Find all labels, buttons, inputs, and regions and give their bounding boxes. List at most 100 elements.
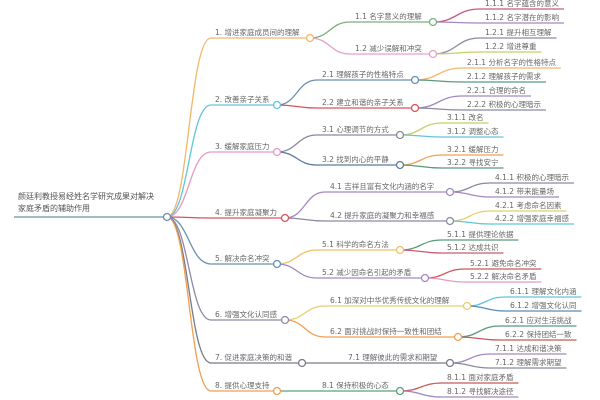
branch-node-circle[interactable] — [280, 213, 290, 223]
leaf-label[interactable]: 2.1.1 分析名字的性格特点 — [467, 57, 556, 67]
sub-branch-label[interactable]: 1.2 减少误解和冲突 — [355, 43, 422, 53]
leaf-edge — [457, 325, 501, 338]
sub-branch-label[interactable]: 6.1 加深对中华优秀传统文化的理解 — [330, 295, 450, 305]
leaf-label[interactable]: 1.1.1 名字蕴含的意义 — [485, 0, 559, 8]
leaf-edge — [424, 277, 466, 283]
sub-branch-label[interactable]: 4.2 提升家庭的凝聚力和幸福感 — [330, 210, 435, 220]
leaf-label[interactable]: 5.2.2 解决命名矛盾 — [470, 271, 537, 281]
branch-edge — [166, 216, 212, 392]
leaf-label[interactable]: 6.2.2 保持团结一致 — [505, 329, 572, 339]
leaf-label[interactable]: 4.2.2 增强家庭幸福感 — [495, 213, 569, 223]
sub-branch-node-circle[interactable] — [410, 75, 420, 85]
sub-branch-node-circle[interactable] — [453, 332, 463, 342]
branch-label[interactable]: 4. 提升家庭凝聚力 — [215, 207, 277, 217]
leaf-label[interactable]: 5.1.1 提供理论依据 — [447, 229, 514, 239]
sub-branch-label[interactable]: 2.2 建立和谐的亲子关系 — [322, 97, 404, 107]
leaf-edge — [449, 220, 491, 225]
sub-branch-label[interactable]: 2.1 理解孩子的性格特点 — [322, 69, 404, 79]
leaf-label[interactable]: 7.1.1 达成和谐决策 — [495, 343, 562, 353]
branch-label[interactable]: 6. 增强文化认同感 — [215, 309, 278, 319]
sub-branch-node-circle[interactable] — [445, 358, 455, 368]
leaf-label[interactable]: 5.2.1 避免命名冲突 — [470, 258, 537, 268]
sub-branch-edge — [309, 21, 351, 39]
leaf-label[interactable]: 3.1.1 改名 — [447, 112, 483, 122]
leaf-edge — [457, 336, 501, 341]
leaf-edge — [399, 382, 443, 392]
sub-branch-label[interactable]: 6.2 面对挑战时保持一致性和团结 — [330, 326, 442, 336]
leaf-label[interactable]: 4.1.1 积极的心理暗示 — [495, 172, 569, 182]
branch-label[interactable]: 2. 改善亲子关系 — [215, 94, 270, 104]
leaf-label[interactable]: 3.2.1 缓解压力 — [447, 144, 498, 154]
branch-edge — [166, 216, 212, 265]
branch-node-circle[interactable] — [297, 358, 307, 368]
sub-branch-label[interactable]: 5.1 科学的命名方法 — [322, 239, 389, 249]
sub-branch-node-circle[interactable] — [462, 301, 472, 311]
leaf-edge — [414, 95, 463, 109]
sub-branch-node-circle[interactable] — [445, 216, 455, 226]
root-node-circle[interactable] — [162, 212, 172, 222]
sub-branch-node-circle[interactable] — [395, 386, 405, 396]
leaf-label[interactable]: 3.2.2 寻找安宁 — [447, 157, 498, 167]
leaf-edge — [449, 210, 491, 222]
sub-branch-node-circle[interactable] — [395, 245, 405, 255]
sub-branch-label[interactable]: 1.1 名字意义的理解 — [355, 11, 422, 21]
sub-branch-label[interactable]: 3.2 找到内心的平静 — [322, 154, 389, 164]
branch-node-circle[interactable] — [272, 147, 282, 157]
root-label-line-1[interactable]: 颜廷利教授易经姓名学研究成果对解决 — [18, 191, 154, 201]
sub-branch-node-circle[interactable] — [410, 103, 420, 113]
branch-node-circle[interactable] — [272, 386, 282, 396]
leaf-label[interactable]: 1.1.2 名字潜在的影响 — [485, 12, 559, 22]
leaf-label[interactable]: 8.1.2 寻找解决途径 — [447, 386, 514, 396]
branch-node-circle[interactable] — [272, 100, 282, 110]
sub-branch-node-circle[interactable] — [445, 187, 455, 197]
branch-label[interactable]: 3. 缓解家庭压力 — [215, 141, 270, 151]
leaf-label[interactable]: 4.2.1 考虑命名因素 — [495, 200, 562, 210]
branch-node-circle[interactable] — [280, 315, 290, 325]
leaf-label[interactable]: 4.1.2 带来能量场 — [495, 186, 554, 196]
leaf-edge — [414, 67, 463, 81]
sub-branch-edge — [276, 79, 318, 106]
branch-edge — [166, 216, 212, 364]
branch-edge — [166, 151, 212, 218]
leaf-edge — [449, 191, 491, 198]
sub-branch-node-circle[interactable] — [428, 49, 438, 59]
leaf-label[interactable]: 6.2.1 应对生活挑战 — [505, 315, 572, 325]
leaf-label[interactable]: 3.1.2 调整心态 — [447, 126, 499, 136]
branch-node-circle[interactable] — [305, 33, 315, 43]
branch-edge — [166, 104, 212, 218]
branch-label[interactable]: 1. 增进家庭成员间的理解 — [215, 27, 300, 37]
sub-branch-label[interactable]: 7.1 理解彼此的需求和期望 — [348, 352, 438, 362]
leaf-label[interactable]: 1.2.1 提升相互理解 — [485, 27, 552, 37]
sub-branch-node-circle[interactable] — [420, 273, 430, 283]
leaf-edge — [414, 79, 463, 83]
sub-branch-node-circle[interactable] — [428, 17, 438, 27]
branch-label[interactable]: 8. 提供心理支持 — [215, 380, 270, 390]
leaf-edge — [399, 390, 443, 398]
leaf-label[interactable]: 1.2.2 增进尊重 — [485, 41, 537, 51]
leaf-edge — [399, 122, 443, 136]
leaf-label[interactable]: 7.1.2 理解需求期望 — [495, 357, 562, 367]
leaf-edge — [399, 164, 443, 169]
sub-branch-label[interactable]: 4.1 吉祥且富有文化内涵的名字 — [330, 181, 434, 191]
sub-branch-label[interactable]: 5.2 减少因命名引起的矛盾 — [322, 267, 412, 277]
leaf-label[interactable]: 2.1.2 理解孩子的需求 — [467, 71, 541, 81]
sub-branch-label[interactable]: 8.1 保持积极的心态 — [322, 380, 389, 390]
leaf-label[interactable]: 6.1.2 增强文化认同 — [510, 300, 576, 310]
sub-branch-label[interactable]: 3.1 心理调节的方式 — [322, 124, 389, 134]
branch-label[interactable]: 7. 促进家庭决策的和谐 — [215, 352, 293, 362]
leaf-edge — [399, 249, 443, 254]
leaf-label[interactable]: 5.1.2 达成共识 — [447, 242, 499, 252]
sub-branch-node-circle[interactable] — [395, 130, 405, 140]
leaf-label[interactable]: 8.1.1 面对家庭矛盾 — [447, 372, 514, 382]
leaf-label[interactable]: 6.1.1 理解文化内涵 — [510, 286, 576, 296]
sub-branch-edge — [309, 37, 351, 55]
branch-label[interactable]: 5. 解决命名冲突 — [215, 253, 270, 263]
leaf-label[interactable]: 2.2.1 合理的命名 — [467, 85, 526, 95]
branch-node-circle[interactable] — [272, 259, 282, 269]
leaf-edge — [466, 305, 506, 312]
leaf-label[interactable]: 2.2.2 积极的心理暗示 — [467, 99, 541, 109]
sub-branch-edge — [284, 217, 326, 222]
sub-branch-node-circle[interactable] — [395, 160, 405, 170]
root-label-line-2[interactable]: 家庭矛盾的辅助作用 — [18, 203, 90, 213]
